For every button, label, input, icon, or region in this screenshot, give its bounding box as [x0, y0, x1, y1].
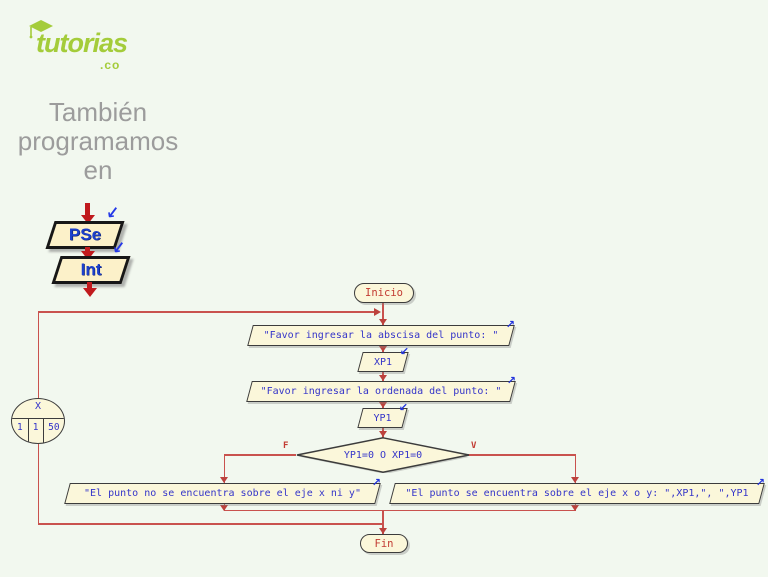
logo-wordmark: tutorias [36, 28, 128, 58]
write-node-not-on-axis: ↗ "El punto no se encuentra sobre el eje… [64, 476, 381, 504]
arrowhead-icon [379, 375, 387, 381]
decision-node: YP1=0 O XP1=0 [296, 437, 470, 474]
diamond-shape [296, 437, 470, 474]
flow-line [382, 510, 384, 534]
decision-text: YP1=0 O XP1=0 [343, 449, 423, 461]
false-branch-line [223, 454, 225, 483]
flow-line [382, 301, 384, 325]
write-node-ordenada: ↗ "Favor ingresar la ordenada del punto:… [246, 374, 516, 402]
true-branch-label: V [471, 441, 477, 451]
false-branch-line [224, 454, 296, 456]
graduation-cap-icon [29, 20, 53, 39]
tagline-line-1: También [48, 97, 148, 127]
pseint-arrowhead-mid-icon [81, 251, 95, 260]
read-node-text: XP1 [373, 356, 393, 368]
true-branch-line [574, 454, 576, 483]
arrowhead-icon [571, 477, 579, 483]
loop-counter-node: X 1 1 50 [11, 398, 65, 444]
pseint-bottom-parallelogram: Int [51, 256, 131, 284]
loop-left-line [37, 311, 39, 398]
merge-line [223, 509, 576, 511]
logo-domain-suffix: .co [100, 58, 121, 72]
blue-cursor-arrow-icon: ↙ [110, 237, 127, 258]
loop-return-line [38, 523, 383, 525]
tagline-line-3: en [83, 155, 113, 185]
blue-cursor-arrow-icon: ↙ [104, 202, 121, 223]
write-node-text: "El punto no se encuentra sobre el eje x… [84, 488, 361, 499]
loop-final: 50 [42, 419, 64, 443]
loop-entry-line [38, 311, 376, 313]
arrowhead-icon [379, 528, 387, 534]
pseint-bottom-label: Int [80, 260, 102, 279]
read-node-xp1: ↙ XP1 [357, 345, 409, 372]
write-node-text: "Favor ingresar la ordenada del punto: " [260, 386, 502, 397]
start-node: Inicio [354, 283, 414, 303]
start-label: Inicio [365, 287, 403, 299]
loop-variable: X [34, 401, 42, 412]
arrowhead-icon [220, 477, 228, 483]
loop-cells: 1 1 50 [12, 419, 64, 443]
write-node-abscisa: ↗ "Favor ingresar la abscisa del punto: … [247, 318, 515, 346]
write-arrow-icon: ↗ [755, 476, 765, 489]
read-arrow-icon: ↙ [399, 345, 409, 358]
pseint-arrow-top [85, 203, 90, 217]
read-arrow-icon: ↙ [398, 401, 408, 414]
arrowhead-icon [220, 505, 228, 511]
arrowhead-icon [379, 431, 387, 437]
arrowhead-icon [379, 402, 387, 408]
arrowhead-icon [379, 319, 387, 325]
loop-initial: 1 [16, 422, 23, 433]
tagline: También programamos en [0, 98, 196, 185]
pseint-arrowhead-top-icon [81, 215, 95, 224]
end-label: Fin [374, 537, 394, 550]
tutorias-logo: tutorias .co [28, 14, 178, 74]
write-arrow-icon: ↗ [506, 374, 516, 387]
pseint-top-label: PSe [68, 225, 102, 244]
true-branch-line [468, 454, 575, 456]
tagline-line-2: programamos [17, 126, 179, 156]
end-node: Fin [360, 534, 408, 553]
false-branch-label: F [283, 441, 289, 451]
write-arrow-icon: ↗ [371, 476, 381, 489]
write-node-on-axis: ↗ "El punto se encuentra sobre el eje x … [389, 476, 765, 504]
pseint-arrowhead-bottom-icon [83, 288, 97, 297]
read-node-text: YP1 [373, 412, 392, 424]
arrowhead-icon [379, 346, 387, 352]
write-node-text: "Favor ingresar la abscisa del punto: " [263, 330, 499, 341]
write-node-text: "El punto se encuentra sobre el eje x o … [405, 488, 749, 499]
write-arrow-icon: ↗ [505, 318, 515, 331]
pseint-arrow-mid [85, 247, 90, 254]
pseint-arrow-bottom [87, 282, 92, 290]
loop-left-line [37, 444, 39, 524]
loop-divider [12, 418, 64, 419]
arrowhead-icon [374, 308, 381, 316]
arrowhead-icon [571, 505, 579, 511]
loop-step: 1 [27, 419, 43, 443]
read-node-yp1: ↙ YP1 [357, 401, 408, 428]
